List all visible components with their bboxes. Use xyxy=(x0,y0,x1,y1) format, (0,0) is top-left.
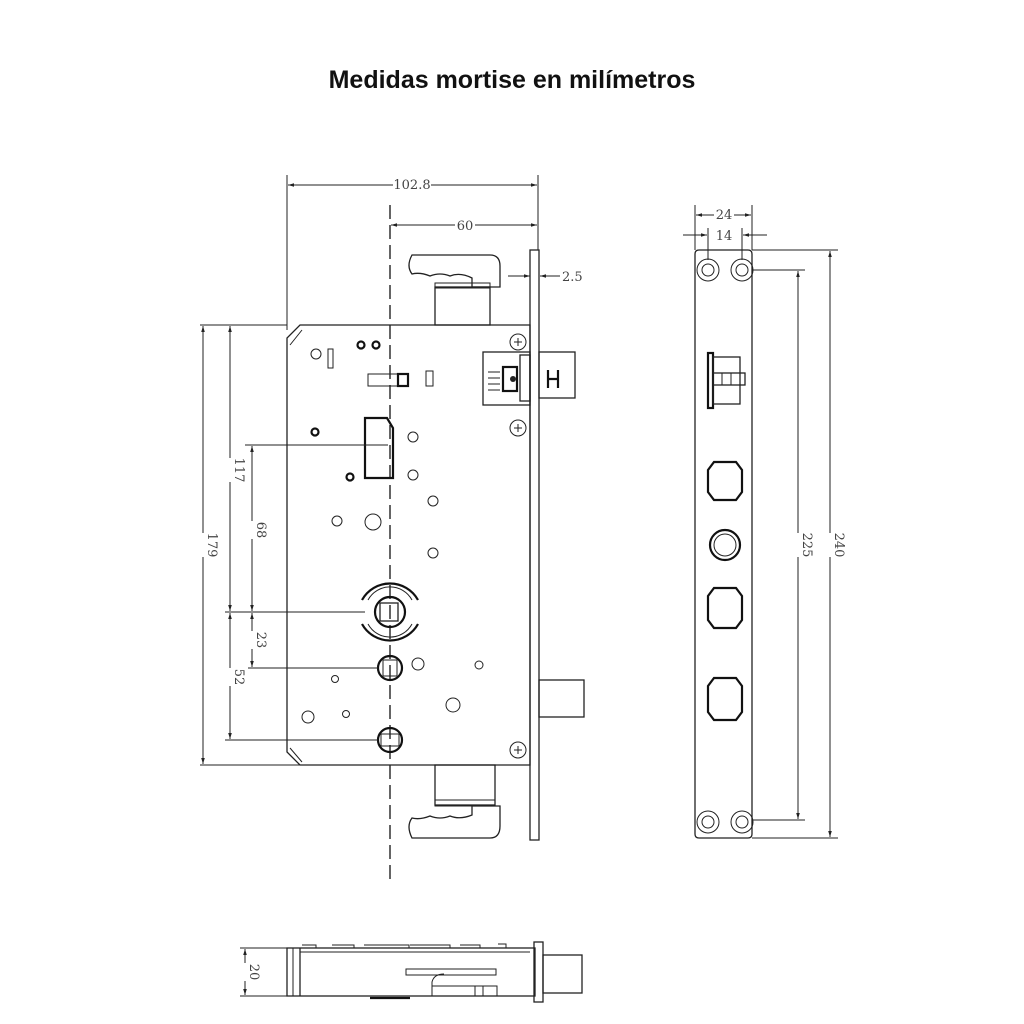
dim-225: 225 xyxy=(799,533,814,558)
spindle-hub xyxy=(361,582,419,642)
dim-117: 117 xyxy=(231,458,246,483)
latch-bolt xyxy=(706,351,746,410)
dimension-lines xyxy=(200,175,560,766)
front-view: 102.8 60 2.5 179 117 68 23 52 xyxy=(196,175,585,880)
faceplate-view: 24 14 225 240 xyxy=(683,205,846,839)
dim-14: 14 xyxy=(716,229,733,244)
bottom-lever xyxy=(408,805,501,839)
dim-60: 60 xyxy=(457,219,474,234)
latch-bolt xyxy=(538,351,576,399)
dim-23: 23 xyxy=(253,632,268,649)
dim-52: 52 xyxy=(231,669,246,686)
page-title: Medidas mortise en milímetros xyxy=(328,66,696,94)
lock-case xyxy=(286,324,531,766)
dim-240: 240 xyxy=(831,533,846,558)
dim-68: 68 xyxy=(253,522,268,539)
dim-2-5: 2.5 xyxy=(562,270,583,285)
thickness-view: 20 xyxy=(238,941,583,1003)
faceplate xyxy=(529,249,540,841)
deadbolt xyxy=(538,679,585,718)
latch-slot xyxy=(363,416,395,480)
dim-20: 20 xyxy=(246,964,261,981)
top-lever xyxy=(408,254,501,288)
dim-102-8: 102.8 xyxy=(393,178,430,193)
dim-24: 24 xyxy=(716,208,733,223)
dim-179: 179 xyxy=(204,533,219,558)
screw-icon xyxy=(509,333,527,759)
